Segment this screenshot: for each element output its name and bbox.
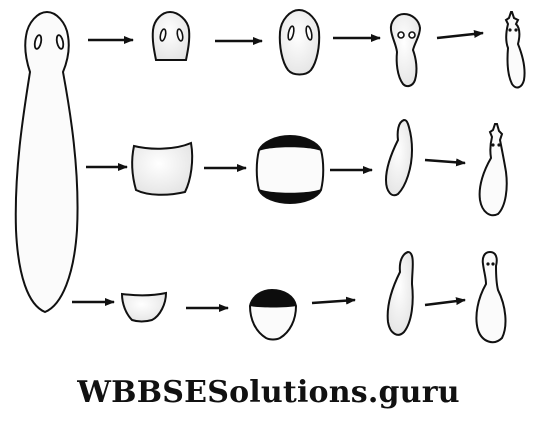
middle-elongating [384, 118, 414, 197]
row-1 [88, 8, 526, 89]
whole-planarian [14, 10, 79, 314]
middle-with-blastemas [255, 134, 325, 205]
middle-fragment [131, 141, 194, 196]
arrow-r3-3 [311, 296, 356, 305]
arrow-r2-4 [424, 158, 466, 167]
watermark-text: WBBSESolutions.guru [77, 375, 460, 410]
head-fragment [151, 10, 191, 61]
middle-row-complete-worm [478, 123, 508, 217]
arrow-r1-4 [436, 29, 484, 40]
head-regrowing [278, 8, 321, 76]
eyespot-right [55, 34, 65, 50]
tail-with-blastema [248, 288, 298, 341]
row-2 [86, 118, 508, 217]
tail-fragment [120, 291, 168, 323]
arrow-r3-4 [424, 297, 466, 307]
head-row-complete-worm [504, 11, 526, 89]
row-3 [72, 250, 507, 344]
tail-row-complete-worm [475, 250, 507, 344]
tail-elongating [386, 250, 414, 336]
head-elongating [389, 12, 422, 88]
eyespot-left [33, 34, 43, 50]
